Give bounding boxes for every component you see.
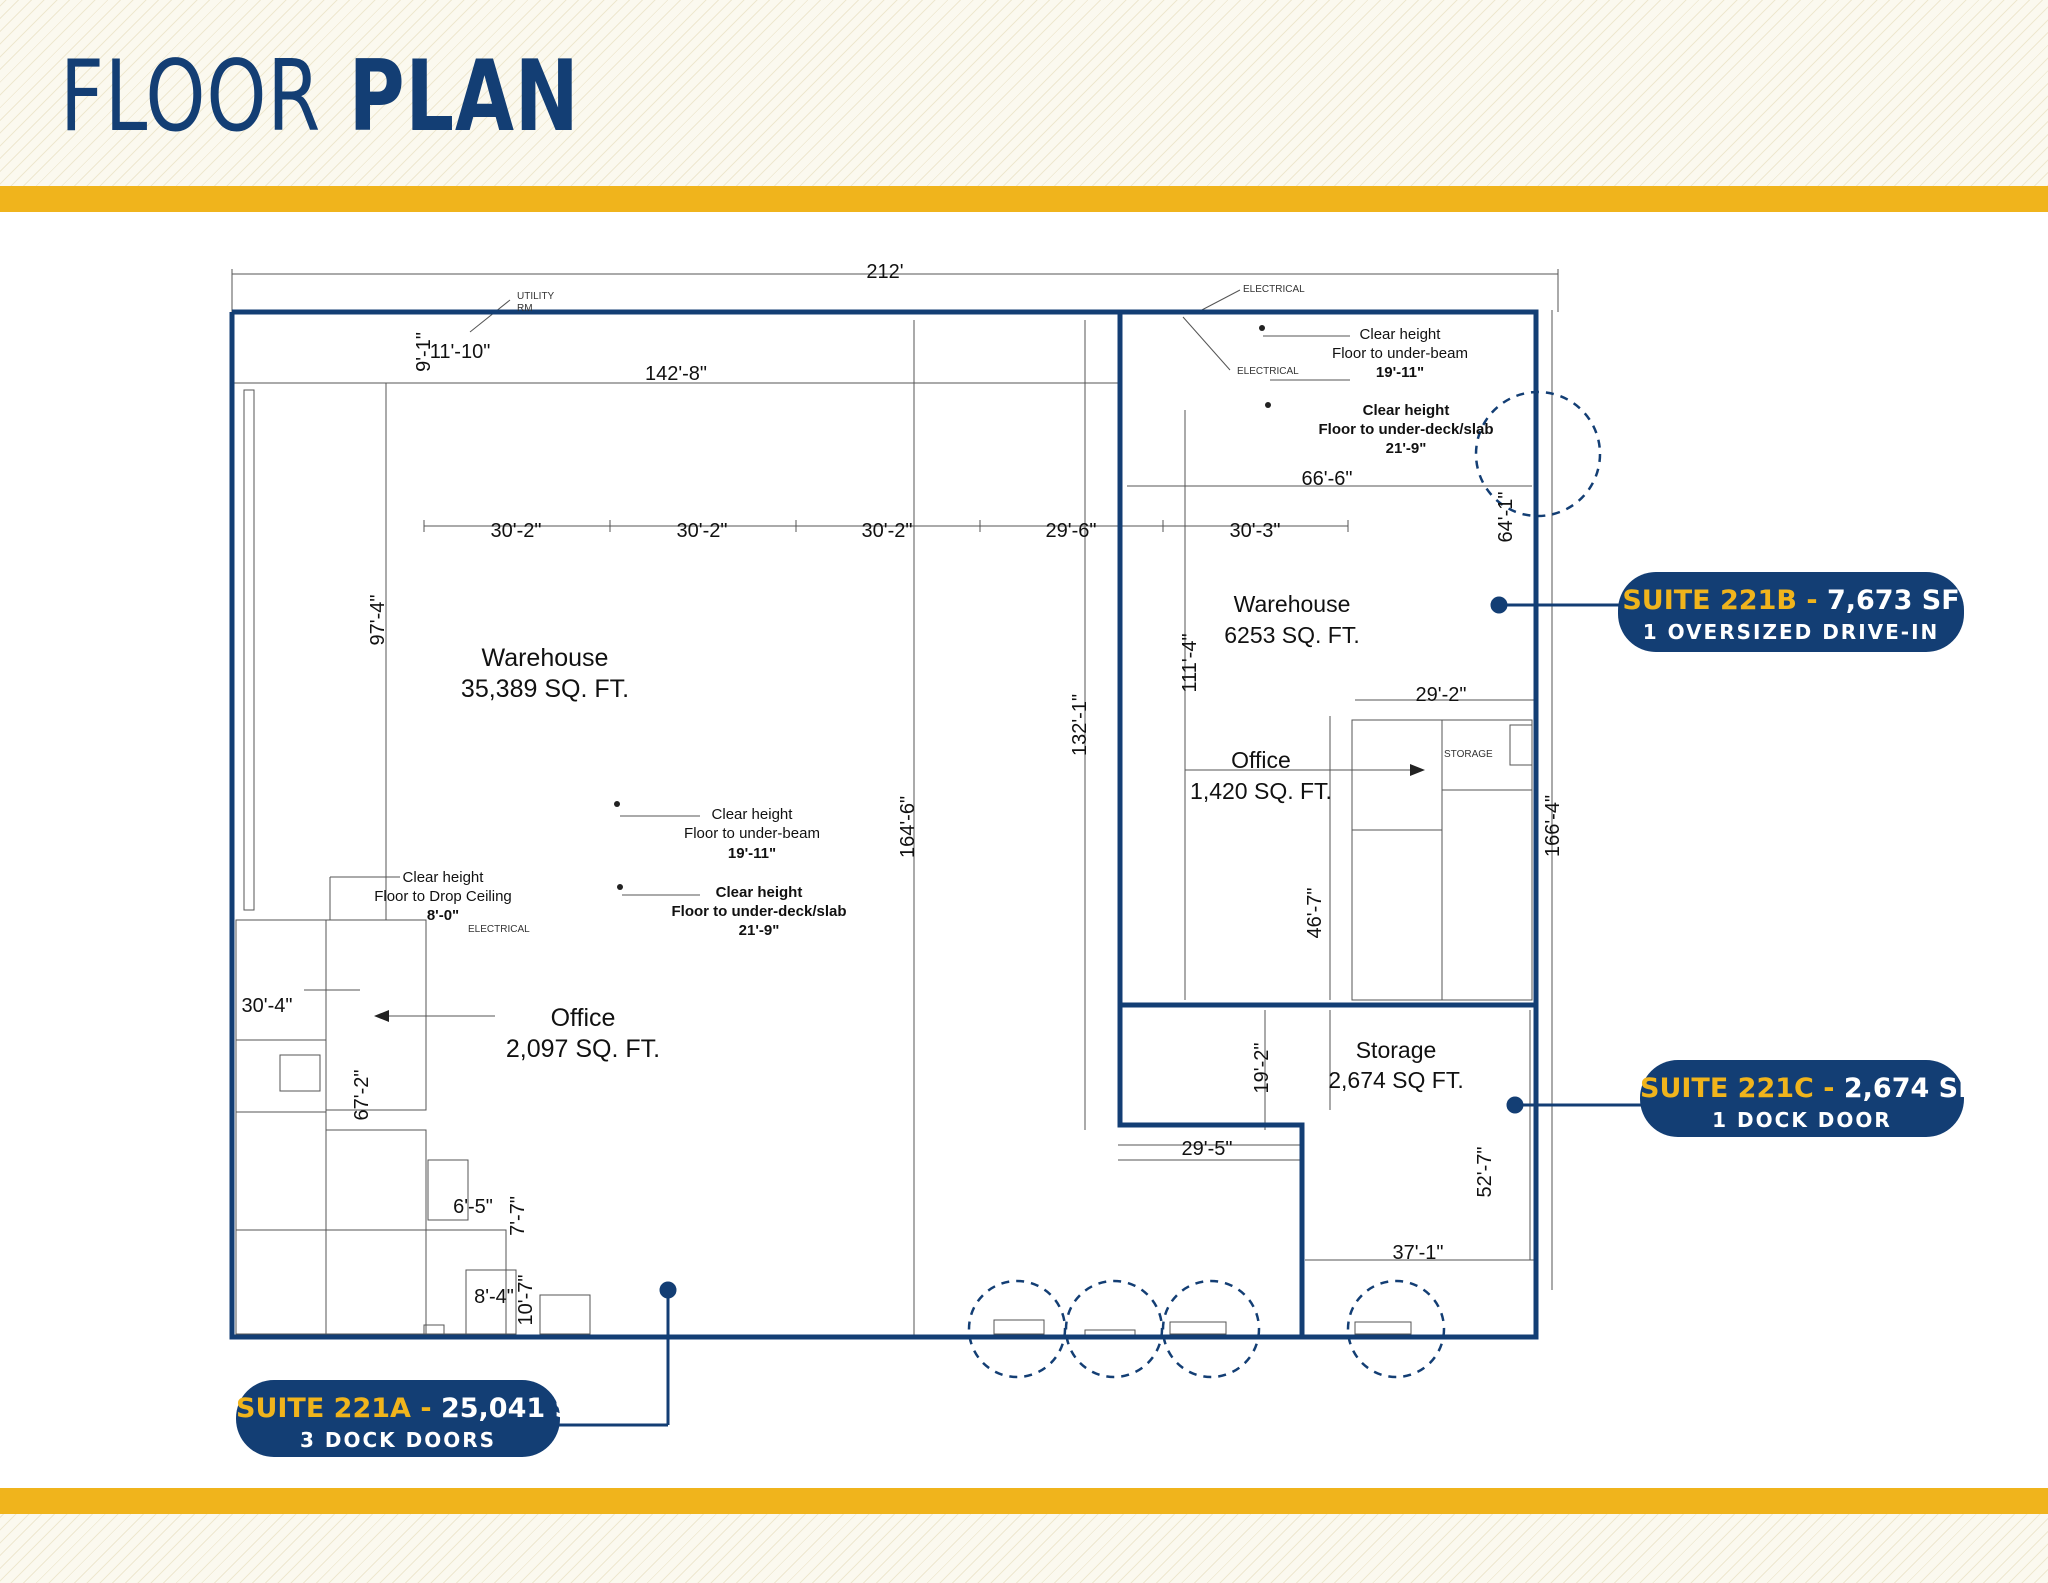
clear-height-b-deck-l1: Clear height bbox=[1363, 402, 1450, 419]
callout-dots bbox=[374, 325, 1425, 1022]
vertical-dimensions: 9'-1" 97'-4" 111'-4" 132'-1" 164'-6" 166… bbox=[351, 332, 1564, 1325]
dim-164-6: 164'-6" bbox=[897, 796, 919, 858]
page-title-bold: PLAN bbox=[348, 40, 580, 154]
clear-height-a-beam-l1: Clear height bbox=[712, 806, 794, 823]
room-labels: Warehouse 35,389 SQ. FT. Office 2,097 SQ… bbox=[461, 591, 1464, 1093]
storage-c-area: 2,674 SQ FT. bbox=[1328, 1067, 1464, 1093]
warehouse-a-area: 35,389 SQ. FT. bbox=[461, 675, 629, 703]
dim-bay-1: 30'-2" bbox=[491, 520, 542, 542]
clear-height-b-beam-l2: Floor to under-beam bbox=[1332, 345, 1468, 362]
utility-label-2: RM bbox=[517, 303, 533, 314]
warehouse-b-area: 6253 SQ. FT. bbox=[1224, 622, 1360, 648]
badge-leaders bbox=[558, 596, 1642, 1427]
dim-132-1: 132'-1" bbox=[1069, 694, 1091, 756]
arrow-icon bbox=[1410, 764, 1425, 776]
dim-utility-height: 9'-1" bbox=[413, 332, 435, 372]
dim-8-4: 8'-4" bbox=[474, 1286, 514, 1308]
clear-height-b-deck-l2: Floor to under-deck/slab bbox=[1318, 421, 1493, 438]
dock-door-markers bbox=[967, 390, 1602, 1379]
office-a-area: 2,097 SQ. FT. bbox=[506, 1035, 660, 1063]
dim-6-5: 6'-5" bbox=[453, 1196, 493, 1218]
suite-221a-name: SUITE 221A bbox=[236, 1393, 411, 1424]
small-labels: UTILITY RM ELECTRICAL ELECTRICAL ELECTRI… bbox=[468, 284, 1493, 935]
suite-221c-doors: 1 DOCK DOOR bbox=[1712, 1108, 1892, 1132]
dim-bay-2: 30'-2" bbox=[677, 520, 728, 542]
utility-label: UTILITY bbox=[517, 291, 555, 302]
suite-221c-badge: SUITE 221C - 2,674 SF 1 DOCK DOOR bbox=[1640, 1060, 1977, 1137]
suite-221b-doors: 1 OVERSIZED DRIVE-IN bbox=[1642, 620, 1940, 644]
dim-52-7: 52'-7" bbox=[1474, 1147, 1496, 1198]
suite-221b-badge: SUITE 221B - 7,673 SF 1 OVERSIZED DRIVE-… bbox=[1618, 572, 1964, 652]
suite-221a-line1: SUITE 221A - 25,041 SF bbox=[236, 1392, 592, 1426]
clear-height-b-deck-l3: 21'-9" bbox=[1386, 440, 1427, 457]
dim-bay-4: 29'-6" bbox=[1046, 520, 1097, 542]
dim-29-2: 29'-2" bbox=[1416, 684, 1467, 706]
suite-221c-sep: - bbox=[1813, 1073, 1844, 1104]
clear-height-a-beam-l2: Floor to under-beam bbox=[684, 825, 820, 842]
suite-221a-area: 25,041 SF bbox=[440, 1393, 593, 1424]
dim-30-4: 30'-4" bbox=[242, 995, 293, 1017]
suite-221b-area: 7,673 SF bbox=[1826, 585, 1960, 616]
dim-utility-width: 11'-10" bbox=[430, 341, 491, 363]
clear-height-b-beam-l3: 19'-11" bbox=[1376, 364, 1424, 381]
clear-height-a-deck-l2: Floor to under-deck/slab bbox=[671, 903, 846, 920]
drive-in-marker bbox=[1474, 390, 1602, 518]
warehouse-b-name: Warehouse bbox=[1234, 591, 1351, 617]
arrow-icon bbox=[374, 1010, 389, 1022]
clear-height-b-beam-l1: Clear height bbox=[1360, 326, 1442, 343]
storage-c-name: Storage bbox=[1356, 1037, 1437, 1063]
clear-height-a-deck-l3: 21'-9" bbox=[739, 922, 780, 939]
header-band bbox=[0, 0, 2048, 186]
dim-overall-width: 212' bbox=[866, 261, 903, 283]
page-title: FLOOR PLAN bbox=[60, 48, 580, 146]
suite-221b-sep: - bbox=[1796, 585, 1827, 616]
clear-height-a-deck-l1: Clear height bbox=[716, 884, 803, 901]
suite-221a-badge: SUITE 221A - 25,041 SF 3 DOCK DOORS bbox=[236, 1380, 592, 1457]
dim-bay-5: 30'-3" bbox=[1230, 520, 1281, 542]
dim-b-width: 66'-6" bbox=[1302, 468, 1353, 490]
suite-221a-doors: 3 DOCK DOORS bbox=[299, 1428, 497, 1452]
horizontal-dimensions: 212' 11'-10" 142'-8" 30'-2" 30'-2" 30'-2… bbox=[242, 261, 1467, 1308]
suite-outlines bbox=[229, 309, 1539, 1340]
dim-97-4: 97'-4" bbox=[367, 595, 389, 646]
dim-7-7: 7'-7" bbox=[507, 1196, 529, 1236]
footer-band bbox=[0, 1514, 2048, 1583]
footer-gold-stripe bbox=[0, 1488, 2048, 1514]
dim-29-5: 29'-5" bbox=[1182, 1138, 1233, 1160]
electrical-office-label: ELECTRICAL bbox=[468, 924, 530, 935]
dim-166-4: 166'-4" bbox=[1542, 795, 1564, 857]
electrical-top-label: ELECTRICAL bbox=[1243, 284, 1305, 295]
suite-221c-line1: SUITE 221C - 2,674 SF bbox=[1640, 1072, 1977, 1106]
office-b-area: 1,420 SQ. FT. bbox=[1190, 778, 1332, 804]
clear-height-callouts: Clear height Floor to under-beam 19'-11"… bbox=[374, 326, 1493, 939]
electrical-b-label: ELECTRICAL bbox=[1237, 366, 1299, 377]
dim-19-2: 19'-2" bbox=[1251, 1043, 1273, 1094]
dim-10-7: 10'-7" bbox=[515, 1275, 537, 1326]
clear-height-ceiling-l3: 8'-0" bbox=[427, 907, 459, 924]
storage-b-label: STORAGE bbox=[1444, 749, 1493, 760]
clear-height-ceiling-l2: Floor to Drop Ceiling bbox=[374, 888, 512, 905]
suite-221b-line1: SUITE 221B - 7,673 SF bbox=[1618, 584, 1964, 618]
page-title-light: FLOOR bbox=[60, 40, 322, 154]
clear-height-ceiling-l1: Clear height bbox=[403, 869, 485, 886]
office-b-name: Office bbox=[1231, 747, 1291, 773]
header-gold-stripe bbox=[0, 186, 2048, 212]
suite-221a-sep: - bbox=[410, 1393, 441, 1424]
suite-221b-name: SUITE 221B bbox=[1622, 585, 1797, 616]
warehouse-a-name: Warehouse bbox=[482, 644, 609, 672]
office-a-name: Office bbox=[551, 1004, 616, 1032]
suite-221c-area: 2,674 SF bbox=[1843, 1073, 1977, 1104]
dim-37-1: 37'-1" bbox=[1393, 1242, 1444, 1264]
dim-64-1: 64'-1" bbox=[1495, 492, 1517, 543]
dim-bay-3: 30'-2" bbox=[862, 520, 913, 542]
dim-67-2: 67'-2" bbox=[351, 1070, 373, 1121]
dim-142: 142'-8" bbox=[645, 363, 707, 385]
dim-46-7: 46'-7" bbox=[1304, 888, 1326, 939]
dim-111-4: 111'-4" bbox=[1179, 633, 1201, 692]
clear-height-a-beam-l3: 19'-11" bbox=[728, 845, 776, 862]
suite-221c-name: SUITE 221C bbox=[1640, 1073, 1814, 1104]
